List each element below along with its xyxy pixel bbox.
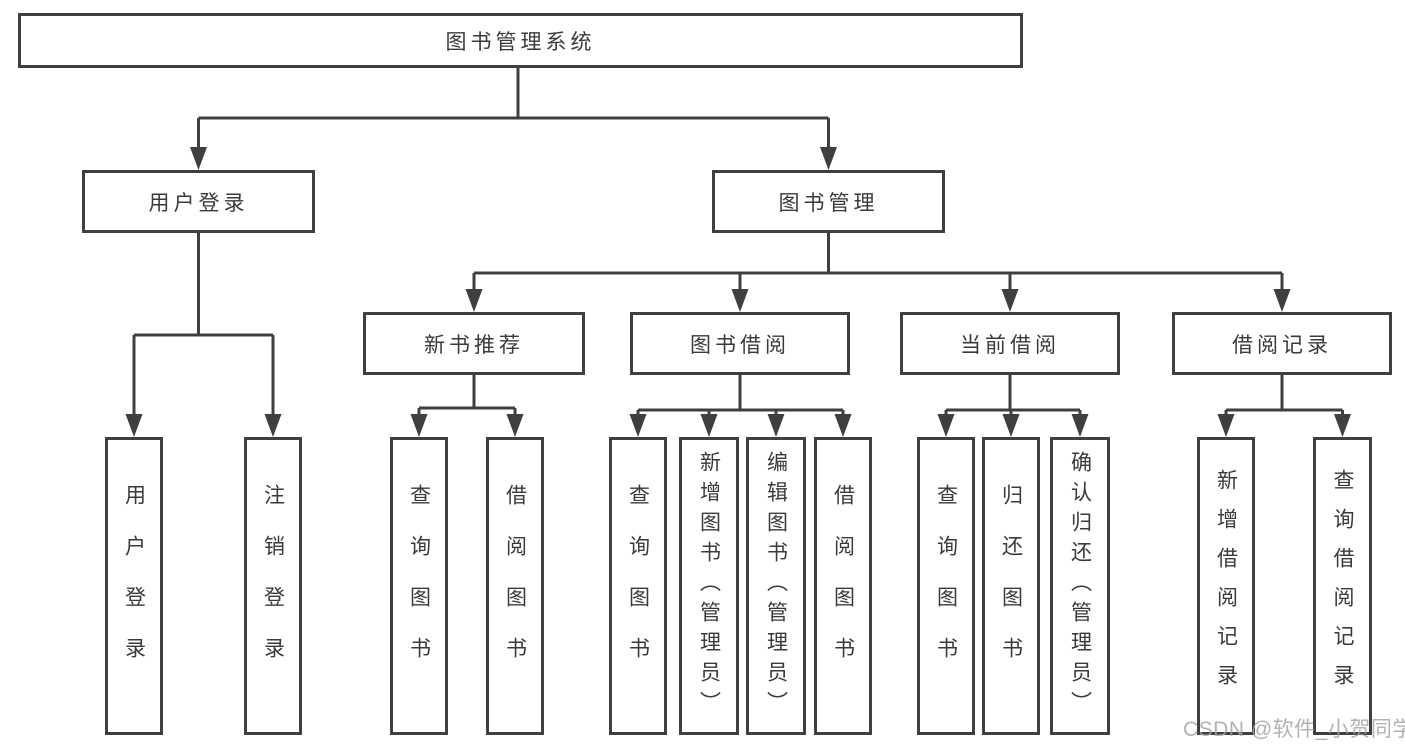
csdn-watermark: CSDN @软件_小贺同学 xyxy=(1183,718,1405,741)
node-book-management: 图书管理 xyxy=(712,170,945,233)
node-book-borrowing: 图书借阅 xyxy=(630,312,850,375)
node-library-system: 图书管理系统 xyxy=(18,13,1023,68)
node-borrow-records: 借阅记录 xyxy=(1172,312,1392,375)
leaf-add-books-admin: 新增图书（管理员） xyxy=(679,437,739,735)
leaf-query-borrow-record: 查询借阅记录 xyxy=(1313,437,1372,735)
leaf-query-books-current: 查询图书 xyxy=(917,437,975,735)
leaf-confirm-return-admin: 确认归还（管理员） xyxy=(1050,437,1110,735)
leaf-return-books: 归还图书 xyxy=(982,437,1040,735)
leaf-borrow-books-recommend: 借阅图书 xyxy=(486,437,544,735)
node-current-borrowing: 当前借阅 xyxy=(900,312,1120,375)
leaf-user-login: 用户登录 xyxy=(105,437,163,735)
leaf-query-books-borrow: 查询图书 xyxy=(609,437,667,735)
node-user-login: 用户登录 xyxy=(82,170,315,233)
leaf-logout: 注销登录 xyxy=(244,437,302,735)
node-new-book-recommend: 新书推荐 xyxy=(363,312,585,375)
leaf-query-books-recommend: 查询图书 xyxy=(390,437,448,735)
leaf-borrow-books: 借阅图书 xyxy=(814,437,872,735)
leaf-edit-books-admin: 编辑图书（管理员） xyxy=(746,437,806,735)
leaf-add-borrow-record: 新增借阅记录 xyxy=(1197,437,1255,735)
